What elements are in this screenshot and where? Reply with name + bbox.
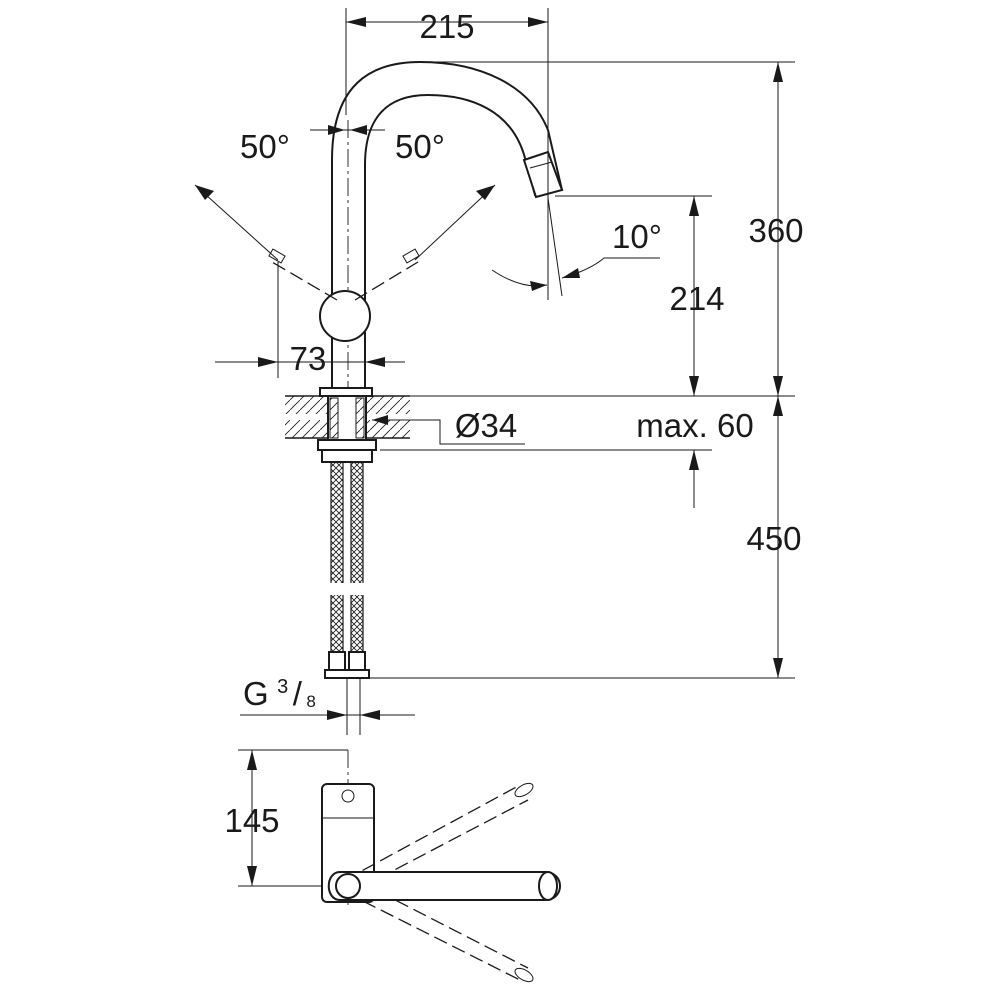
- base-flange: [319, 387, 373, 397]
- lever-swivel-right-line: [354, 261, 419, 301]
- spout-height-label: 214: [669, 280, 724, 317]
- plan-depth-arrow-bottom: [247, 866, 257, 886]
- reach-arrow-left: [346, 17, 366, 27]
- lever-offset-label: 73: [290, 340, 327, 377]
- thickness-arrow-up: [689, 450, 699, 470]
- lever-knob: [319, 290, 371, 342]
- spout-swing-upper-tip: [514, 782, 534, 798]
- lever-swivel-left-line: [271, 261, 338, 301]
- spout-swing-lower-tip: [514, 967, 534, 983]
- hose-connector-top: [321, 449, 373, 463]
- spray-arc-arrow-left: [530, 281, 547, 291]
- aerator-outlet: [522, 150, 564, 199]
- lever-left-tip: [268, 248, 286, 264]
- lever-right-tip: [402, 248, 420, 264]
- hose-end-nut: [324, 669, 370, 679]
- hose-fitting-right: [348, 651, 366, 671]
- spray-axis-line: [547, 197, 563, 297]
- plan-lever-knob: [335, 873, 361, 899]
- lever-offset-arrow-right: [365, 357, 385, 367]
- max-thickness-prefix: max.: [636, 407, 708, 444]
- swivel-top-arrow-left: [328, 125, 345, 135]
- swivel-left-extension: [194, 184, 279, 261]
- plan-depth-label: 145: [224, 802, 279, 839]
- lever-offset-arrow-left: [258, 357, 278, 367]
- max-thickness-value: 60: [717, 407, 754, 444]
- hole-diameter-label: Ø34: [455, 407, 517, 444]
- thread-numerator: 3: [277, 676, 288, 698]
- plan-depth-arrow-top: [247, 750, 257, 770]
- mounting-nut: [317, 439, 377, 451]
- shank-thread-left: [329, 397, 339, 439]
- hose-length-arrow-top: [773, 396, 783, 416]
- diameter-arrow: [372, 415, 388, 425]
- thread-arrow-right: [360, 710, 380, 720]
- total-height-arrow-bottom: [773, 376, 783, 396]
- swivel-right-arrow: [476, 185, 495, 200]
- reach-arrow-right: [528, 17, 548, 27]
- hose-length-arrow-bottom: [773, 658, 783, 678]
- swivel-left-arrow: [195, 185, 214, 200]
- total-height-label: 360: [748, 212, 803, 249]
- total-height-arrow-top: [773, 62, 783, 82]
- diameter-leader: [372, 419, 525, 445]
- spout-reach-label: 215: [419, 8, 474, 45]
- spout-height-arrow-top: [689, 196, 699, 216]
- spray-angle-label: 10°: [612, 218, 662, 255]
- plan-view: [238, 749, 561, 983]
- faucet-spout-body: [331, 60, 564, 391]
- swivel-top-arrow-right: [350, 125, 367, 135]
- thread-slash: /: [293, 675, 303, 712]
- thread-arrow-left: [327, 710, 347, 720]
- thread-prefix: G: [243, 675, 269, 712]
- connection-thread-label: G 3 / 8: [243, 675, 316, 712]
- plan-spout: [327, 871, 561, 901]
- hose-fitting-left: [328, 651, 346, 671]
- swivel-left-label: 50°: [240, 128, 290, 165]
- supply-hose-right: [350, 461, 364, 653]
- swivel-right-extension: [414, 184, 496, 261]
- thread-denominator: 8: [306, 692, 315, 711]
- plan-column-circle: [341, 789, 355, 803]
- spout-height-arrow-bottom: [689, 376, 699, 396]
- plan-spout-tip: [538, 871, 558, 901]
- shank-thread-right: [355, 397, 365, 439]
- swivel-right-label: 50°: [395, 128, 445, 165]
- max-thickness-label: max. 60: [636, 407, 753, 444]
- hose-length-label: 450: [746, 520, 801, 557]
- supply-hose-left: [330, 461, 344, 653]
- spray-arc-arrow-right: [562, 268, 580, 278]
- side-view: [194, 8, 795, 735]
